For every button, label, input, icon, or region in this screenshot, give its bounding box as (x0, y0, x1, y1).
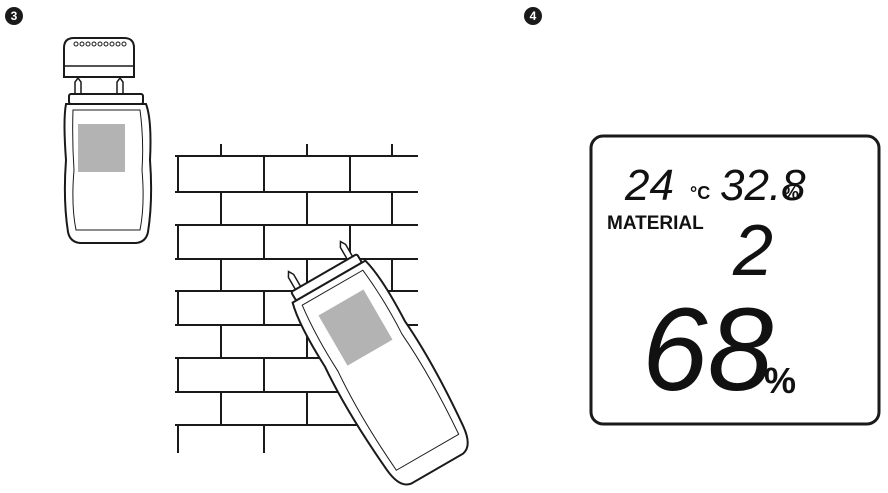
moisture-readout: 68 (642, 284, 773, 416)
temperature-readout: 24 (624, 161, 674, 210)
meter-screen (78, 124, 125, 172)
lcd-display (589, 134, 881, 426)
brick-wall (175, 144, 418, 453)
material-value: 2 (732, 211, 773, 291)
meter-cap (63, 37, 135, 78)
meter-pins (74, 76, 124, 95)
moisture-unit: % (764, 360, 796, 401)
temperature-unit: °C (690, 183, 710, 203)
moisture-meter-on-wall (287, 240, 469, 486)
humidity-readout: 32.8 (720, 161, 806, 210)
step-3-badge: 3 (5, 7, 23, 25)
step-4-badge: 4 (524, 7, 542, 25)
cap-vent-dots (73, 41, 127, 47)
material-label: MATERIAL (607, 213, 704, 234)
humidity-unit: % (783, 183, 799, 203)
